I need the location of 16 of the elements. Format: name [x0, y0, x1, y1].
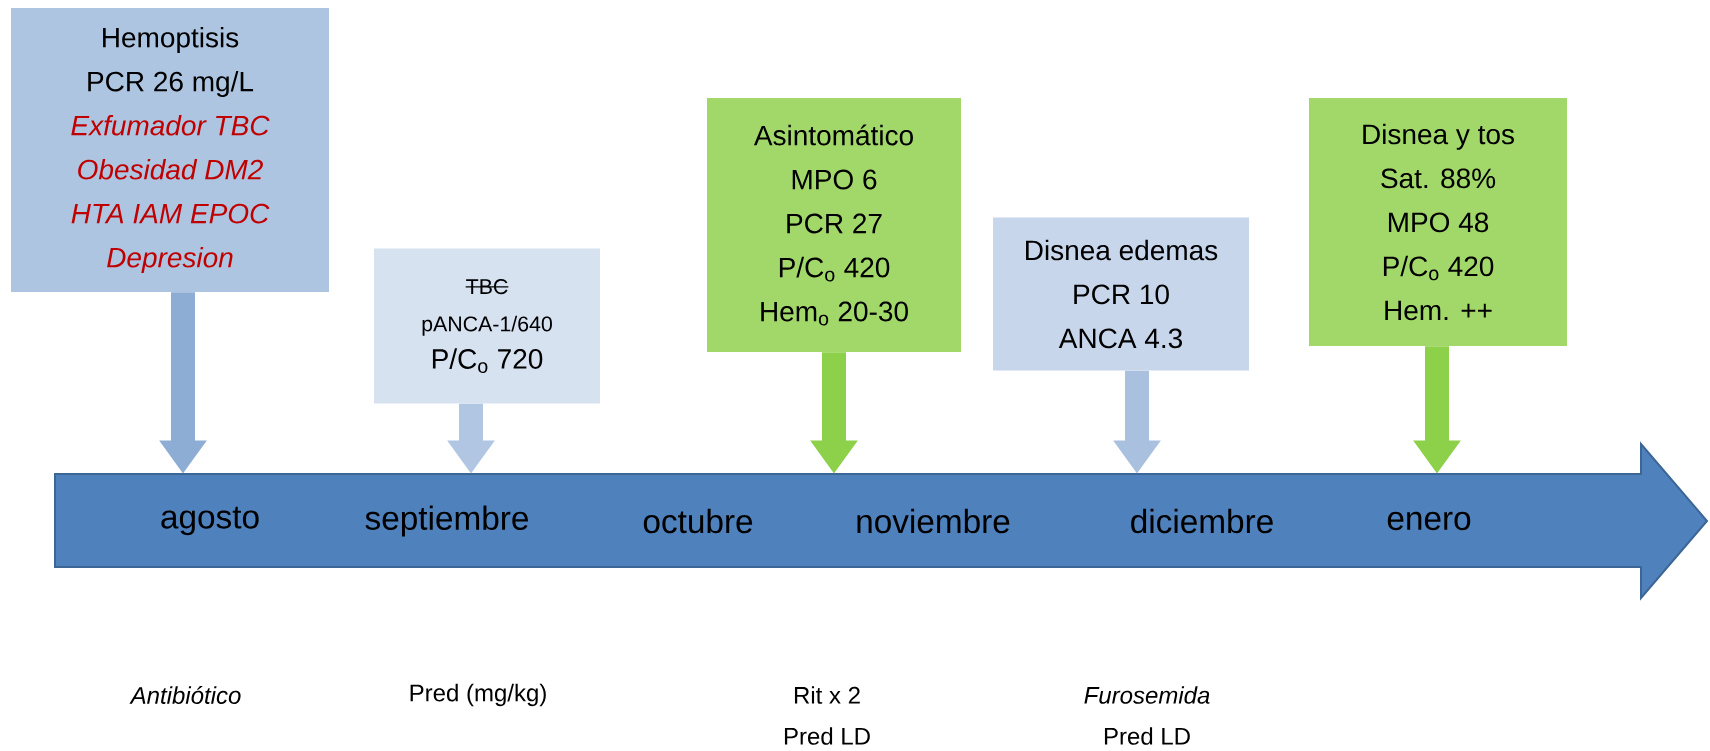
- treatment-label: Rit x 2: [794, 686, 860, 704]
- note-box: Disnea edemas PCR 10 ANCA 4.3: [993, 217, 1249, 371]
- treatment-label: Pred LD: [1104, 727, 1190, 745]
- treatment-label: Pred LD: [784, 727, 870, 745]
- note-box: Asintomático MPO 6 PCR 27 P/C$_{o}$ 420 Hem$_{o}$ 20-30: [707, 98, 961, 352]
- month-label: enero: [1387, 511, 1471, 531]
- month-label: diciembre: [1131, 508, 1273, 534]
- month-label: octubre: [643, 508, 753, 534]
- treatment-label: Furosemida: [1084, 686, 1210, 704]
- note-box: Hemoptisis PCR 26 mg/L Exfumador TBC Obesidad DM2 HTA IAM EPOC Depresion: [11, 8, 329, 292]
- treatment-label: Antibiótico: [129, 686, 241, 704]
- note-box: Disnea y tos Sat. 88% MPO 48 P/C$_{o}$ 420 Hem. ++: [1309, 98, 1567, 346]
- month-label: agosto: [161, 506, 259, 536]
- month-label: septiembre: [365, 505, 528, 537]
- month-label: noviembre: [857, 508, 1010, 534]
- treatment-label: Pred (mg/kg): [410, 683, 546, 707]
